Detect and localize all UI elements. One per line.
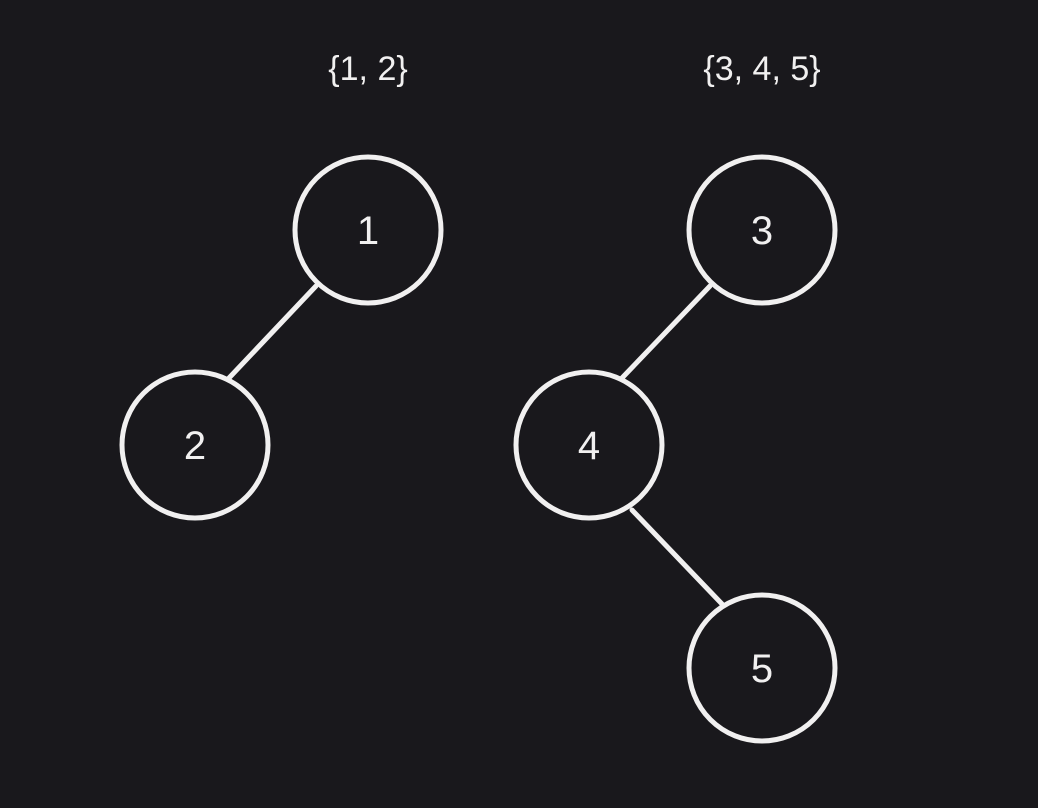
node-4-circle bbox=[513, 369, 665, 521]
node-2-circle bbox=[119, 369, 271, 521]
node-2-label: 2 bbox=[184, 424, 206, 468]
edge-1-2 bbox=[226, 283, 319, 381]
node-3-label: 3 bbox=[751, 209, 773, 253]
node-1-label: 1 bbox=[357, 209, 379, 253]
edge-4-5 bbox=[629, 507, 725, 607]
edge-3-4 bbox=[619, 283, 713, 381]
node-5-label: 5 bbox=[751, 647, 773, 691]
node-4: 4 bbox=[513, 369, 665, 521]
node-3: 3 bbox=[686, 154, 838, 306]
node-4-label: 4 bbox=[578, 424, 600, 468]
node-5: 5 bbox=[686, 592, 838, 744]
tree-2-label: {3, 4, 5} bbox=[703, 50, 820, 88]
node-1: 1 bbox=[292, 154, 444, 306]
node-5-circle bbox=[686, 592, 838, 744]
tree-1: {1, 2} 1 2 bbox=[119, 50, 444, 521]
node-1-circle bbox=[292, 154, 444, 306]
tree-1-label: {1, 2} bbox=[328, 50, 407, 88]
node-3-circle bbox=[686, 154, 838, 306]
node-2: 2 bbox=[119, 369, 271, 521]
tree-2: {3, 4, 5} 3 4 5 bbox=[513, 50, 838, 744]
